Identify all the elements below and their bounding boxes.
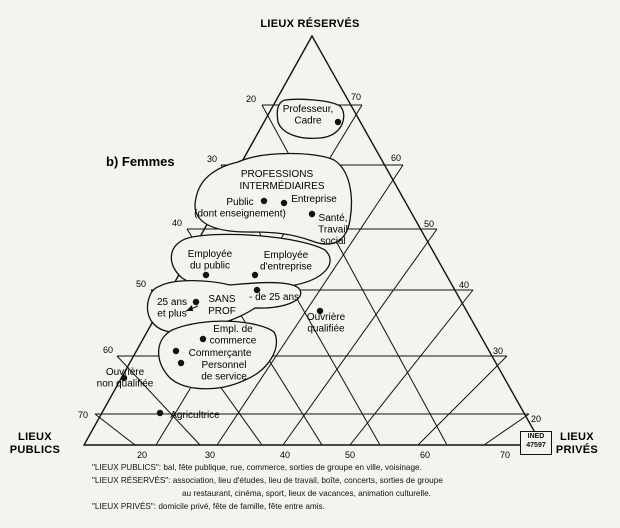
tick-label: 30 xyxy=(207,154,217,164)
ined-badge: INED 47597 xyxy=(520,431,552,455)
point-marker-personnel-service xyxy=(177,359,185,367)
tick-label: 40 xyxy=(280,450,290,460)
badge-line: INED xyxy=(527,433,545,440)
point-label-agricultrice: Agricultrice xyxy=(170,410,220,421)
point-marker-public xyxy=(260,197,268,205)
point-label-public: Public xyxy=(226,197,253,208)
legend-prives: "LIEUX PRIVÉS": domicile privé, fête de … xyxy=(92,502,325,511)
tick-label: 20 xyxy=(246,94,256,104)
group-label-sans-prof: PROF xyxy=(208,306,236,317)
tick-label: 30 xyxy=(205,450,215,460)
group-label-professions: INTERMÉDIAIRES xyxy=(239,179,324,192)
tick-label: 20 xyxy=(531,414,541,424)
tick-label: 60 xyxy=(103,345,113,355)
tick-label: 50 xyxy=(345,450,355,460)
point-label-sante: social xyxy=(320,236,346,247)
grid-line xyxy=(116,355,201,446)
legend-publics: "LIEUX PUBLICS": bal, fête publique, rue… xyxy=(92,463,422,472)
grid-line xyxy=(417,355,508,446)
point-label-professeur: Professeur, xyxy=(283,104,334,115)
point-label-25-ans: et plus xyxy=(157,309,186,320)
legend-reserves-cont: au restaurant, cinéma, sport, lieux de v… xyxy=(182,489,431,498)
grid-line xyxy=(483,413,530,446)
outline-professions xyxy=(194,152,353,245)
point-marker-ouvriere-qualifiee xyxy=(316,307,324,315)
tick-label: 70 xyxy=(351,92,361,102)
tick-label: 50 xyxy=(136,279,146,289)
point-label-professeur: Cadre xyxy=(294,116,322,127)
point-label-employee-public: du public xyxy=(190,261,230,272)
point-label-ouvriere-qualifiee: qualifiée xyxy=(307,324,345,335)
legend-reserves: "LIEUX RÉSERVÉS": association, lieu d'ét… xyxy=(92,476,443,485)
point-label-employee-entreprise: d'entreprise xyxy=(260,262,312,273)
point-marker-sante xyxy=(308,210,316,218)
point-label-personnel-service: Personnel xyxy=(201,360,246,371)
point-label-employee-public: Employée xyxy=(188,249,233,260)
point-marker-professeur xyxy=(334,118,342,126)
tick-label: 60 xyxy=(420,450,430,460)
point-label-empl-commerce: Empl. de xyxy=(213,324,253,335)
point-label-moins-25: - de 25 ans xyxy=(249,292,299,303)
axis-title-top: LIEUX RÉSERVÉS xyxy=(260,17,359,30)
point-marker-entreprise xyxy=(280,199,288,207)
axis-title-right-1: LIEUX xyxy=(560,431,594,443)
point-label-personnel-service: de service xyxy=(201,372,247,383)
outline-professeur xyxy=(276,98,345,140)
panel-title: b) Femmes xyxy=(106,154,175,169)
grid-line xyxy=(94,413,136,446)
point-label-sante: Travail xyxy=(318,225,348,236)
point-label-employee-entreprise: Employée xyxy=(264,250,309,261)
tick-label: 30 xyxy=(493,346,503,356)
point-label-public: (dont enseignement) xyxy=(194,209,286,220)
point-marker-employee-public xyxy=(202,271,210,279)
point-label-25-ans: 25 ans xyxy=(157,297,187,308)
arrowhead xyxy=(186,305,193,311)
point-marker-empl-commerce xyxy=(199,335,207,343)
tick-label: 40 xyxy=(172,218,182,228)
point-label-ouvriere-qualifiee: Ouvrière xyxy=(307,312,346,323)
point-label-ouvriere-non-qualifiee: non qualifiée xyxy=(97,379,154,390)
point-marker-employee-entreprise xyxy=(251,271,259,279)
tick-label: 70 xyxy=(78,410,88,420)
axis-title-right-2: PRIVÉS xyxy=(556,443,598,456)
outline-commerce-service xyxy=(158,320,278,390)
axis-title-left-1: LIEUX xyxy=(18,431,52,443)
grid-line xyxy=(282,228,438,446)
point-label-sante: Santé, xyxy=(319,213,348,224)
tick-label: 20 xyxy=(137,450,147,460)
tick-label: 40 xyxy=(459,280,469,290)
group-label-sans-prof: SANS xyxy=(208,294,236,305)
tick-label: 50 xyxy=(424,219,434,229)
point-label-empl-commerce: commerce xyxy=(210,336,257,347)
grid-line xyxy=(349,289,474,446)
point-label-ouvriere-non-qualifiee: Ouvrière xyxy=(106,367,145,378)
group-label-professions: PROFESSIONS xyxy=(241,169,314,180)
point-marker-moins-25 xyxy=(253,286,261,294)
point-marker-agricultrice xyxy=(156,409,164,417)
grid-line xyxy=(216,164,404,446)
axis-title-left-2: PUBLICS xyxy=(10,444,60,456)
tick-label: 60 xyxy=(391,153,401,163)
point-marker-commercante xyxy=(172,347,180,355)
point-marker-25-ans xyxy=(192,298,200,306)
point-label-commercante: Commerçante xyxy=(189,348,252,359)
outline-sans-prof xyxy=(146,279,302,333)
point-label-entreprise: Entreprise xyxy=(291,194,337,205)
badge-line: 47597 xyxy=(526,442,546,449)
tick-label: 70 xyxy=(500,450,510,460)
point-marker-ouvriere-non-qualifiee xyxy=(120,374,128,382)
